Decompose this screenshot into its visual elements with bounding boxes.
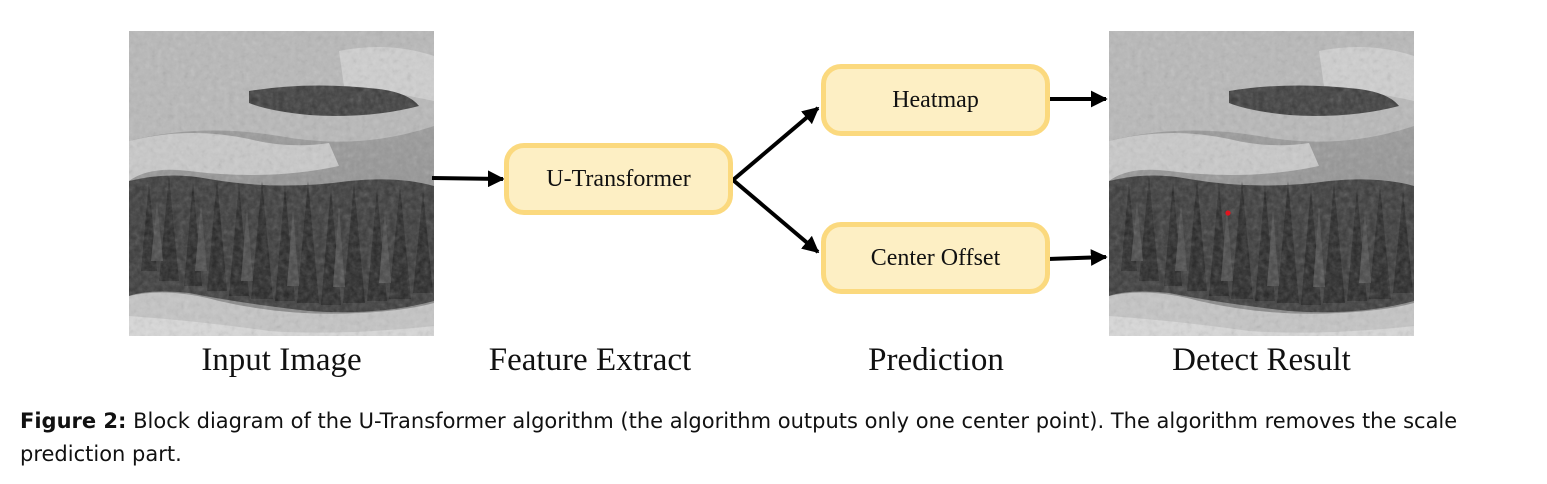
detection-point — [1225, 210, 1231, 216]
stage-label-result: Detect Result — [1172, 342, 1351, 378]
caption-text: Block diagram of the U-Transformer algor… — [20, 409, 1458, 466]
detect-result-image — [1109, 31, 1414, 336]
heatmap-label: Heatmap — [892, 86, 979, 113]
center-offset-block: Center Offset — [821, 222, 1050, 294]
arrow-offset-to-result — [1047, 249, 1108, 266]
caption-label: Figure 2: — [20, 409, 127, 433]
stage-label-feature: Feature Extract — [488, 342, 692, 378]
heatmap-block: Heatmap — [821, 64, 1050, 136]
figure-caption: Figure 2: Block diagram of the U-Transfo… — [20, 405, 1525, 471]
stage-label-prediction: Prediction — [868, 342, 1004, 378]
arrow-input-to-backbone — [431, 170, 505, 188]
center-offset-label: Center Offset — [870, 244, 1001, 271]
u-transformer-label: U-Transformer — [546, 165, 691, 192]
arrow-backbone-to-offset — [731, 178, 820, 254]
arrow-backbone-to-heatmap — [731, 106, 820, 182]
u-transformer-block: U-Transformer — [504, 143, 733, 215]
stage-label-input: Input Image — [201, 342, 362, 378]
input-image — [129, 31, 434, 336]
